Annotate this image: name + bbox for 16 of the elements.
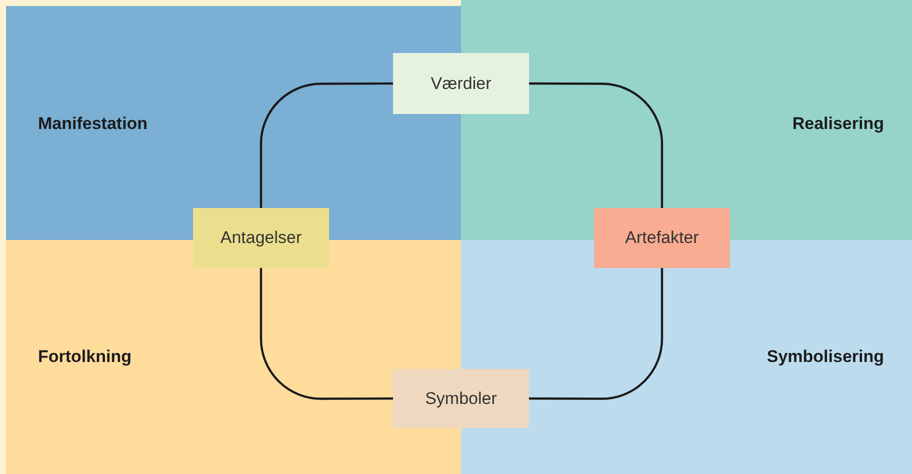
- quadrant-label: Realisering: [792, 114, 884, 134]
- connector-line: [529, 268, 664, 400]
- quadrant-label: Manifestation: [38, 114, 148, 134]
- label-box: [594, 208, 730, 268]
- label-box: [393, 53, 529, 114]
- label-box: [193, 208, 329, 268]
- quadrant-label: Symbolisering: [766, 347, 884, 367]
- connector-line: [260, 268, 393, 400]
- box-label: Symboler: [425, 388, 497, 408]
- box-label: Værdier: [430, 74, 492, 94]
- box-label: Antagelser: [220, 228, 302, 248]
- connector-line: [260, 82, 393, 208]
- quadrant-label: Fortolkning: [38, 347, 132, 367]
- connector-line: [529, 82, 664, 208]
- box-label: Artefakter: [625, 228, 699, 248]
- label-box: [393, 369, 529, 428]
